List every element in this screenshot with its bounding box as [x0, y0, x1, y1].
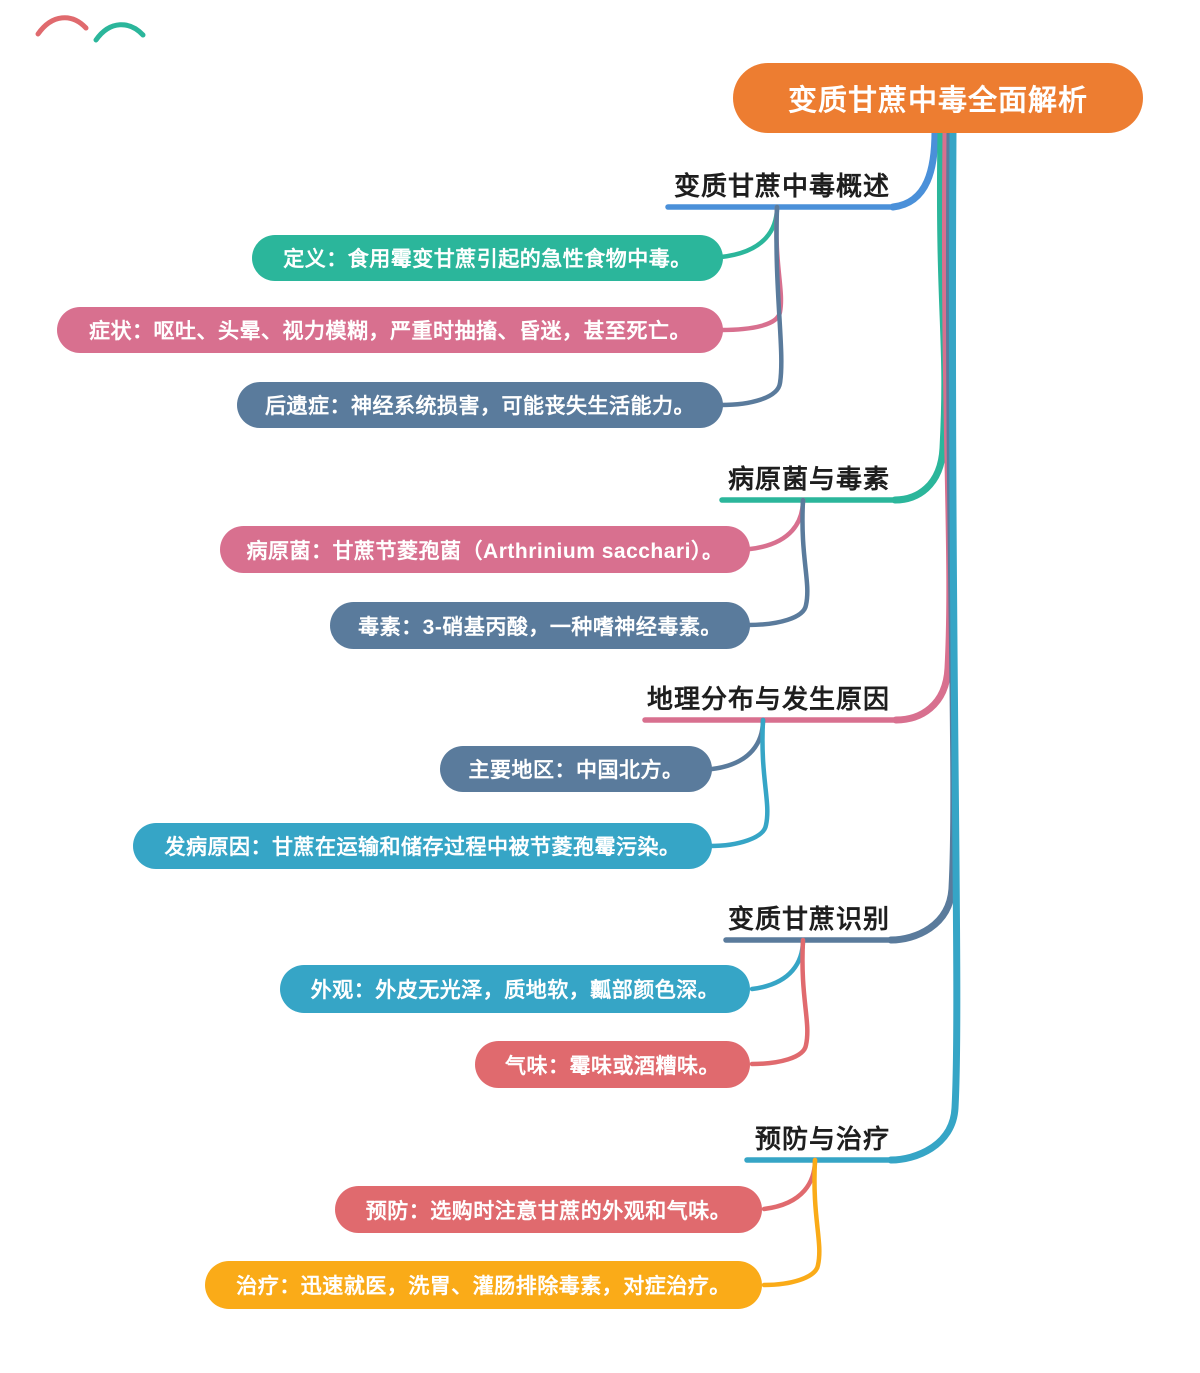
child-connector-appearance	[749, 937, 806, 992]
child-connector-prevention	[761, 1157, 818, 1212]
child-connector-smell	[749, 937, 810, 1067]
child-connector-region	[709, 717, 766, 772]
child-node-cause[interactable]: 发病原因：甘蔗在运输和储存过程中被节菱孢霉污染。	[133, 823, 712, 869]
branch-label-pathogen[interactable]: 病原菌与毒素	[727, 464, 890, 494]
child-node-region[interactable]: 主要地区：中国北方。	[440, 746, 712, 792]
branch-label-prevention[interactable]: 预防与治疗	[754, 1124, 890, 1154]
corner-doodle-red-icon	[35, 15, 89, 37]
child-connector-treatment	[761, 1157, 822, 1288]
trunk-connector-prevention	[887, 127, 961, 1164]
trunk-connector-overview	[889, 127, 939, 211]
child-node-sequelae[interactable]: 后遗症：神经系统损害，可能丧失生活能力。	[237, 382, 723, 428]
trunk-connector-pathogen	[891, 127, 949, 504]
child-node-appearance[interactable]: 外观：外皮无光泽，质地软，瓤部颜色深。	[280, 965, 750, 1013]
child-node-smell[interactable]: 气味：霉味或酒糟味。	[475, 1041, 750, 1088]
child-node-toxin[interactable]: 毒素：3-硝基丙酸，一种嗜神经毒素。	[330, 602, 750, 649]
corner-doodle-teal-icon	[93, 22, 146, 43]
child-node-treatment[interactable]: 治疗：迅速就医，洗胃、灌肠排除毒素，对症治疗。	[205, 1261, 762, 1309]
branch-label-geography[interactable]: 地理分布与发生原因	[646, 684, 890, 714]
child-connector-cause	[707, 717, 770, 849]
root-node[interactable]: 变质甘蔗中毒全面解析	[733, 63, 1143, 133]
branch-label-overview[interactable]: 变质甘蔗中毒概述	[673, 171, 890, 201]
child-node-prevention[interactable]: 预防：选购时注意甘蔗的外观和气味。	[335, 1186, 762, 1233]
branch-label-identification[interactable]: 变质甘蔗识别	[727, 904, 890, 934]
child-node-symptoms[interactable]: 症状：呕吐、头晕、视力模糊，严重时抽搐、昏迷，甚至死亡。	[57, 307, 723, 353]
child-connector-sequelae	[718, 204, 784, 408]
child-node-definition[interactable]: 定义：食用霉变甘蔗引起的急性食物中毒。	[252, 235, 723, 281]
child-node-pathogen[interactable]: 病原菌：甘蔗节菱孢菌（Arthrinium sacchari）。	[220, 526, 750, 573]
child-connector-toxin	[745, 497, 810, 628]
child-connector-definition	[718, 204, 780, 260]
child-connector-pathogen	[747, 497, 806, 552]
